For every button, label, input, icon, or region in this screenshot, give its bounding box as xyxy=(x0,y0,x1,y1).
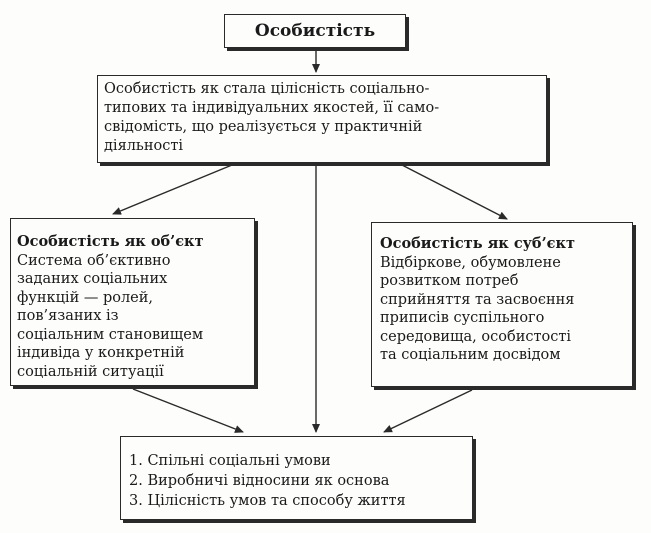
subject-line-2: розвитком потреб xyxy=(380,273,519,289)
object-line-6: індивіда у конкретній xyxy=(17,345,185,361)
arrow-subject-to-conditions xyxy=(383,389,473,433)
definition-line-2: типових та індивідуальних якостей, її са… xyxy=(104,100,440,116)
definition-line-3: свідомість, що реалізується у практичній xyxy=(104,119,423,135)
title-box: Особистість xyxy=(224,14,406,48)
object-line-7: соціальній ситуації xyxy=(17,363,164,380)
definition-line-1: Особистість як стала цілісність соціальн… xyxy=(104,81,430,97)
condition-item-3: 3. Цілісність умов та способу життя xyxy=(129,493,406,509)
condition-item-1: 1. Спільні соціальні умови xyxy=(129,453,331,469)
object-line-3: функцій — ролей, xyxy=(17,289,154,306)
subject-box: Особистість як суб’єкт Відбіркове, обумо… xyxy=(371,222,633,387)
subject-line-5: середовища, особистості xyxy=(380,328,572,345)
object-line-1: Система об’єктивно xyxy=(17,252,171,269)
subject-line-6: та соціальним досвідом xyxy=(380,347,561,363)
object-heading: Особистість як об’єкт xyxy=(17,233,204,250)
title-text: Особистість xyxy=(254,21,376,41)
arrow-definition-to-subject xyxy=(401,164,508,220)
definition-line-4: діяльності xyxy=(104,138,183,154)
object-line-4: пов’язаних із xyxy=(17,308,119,324)
subject-line-1: Відбіркове, обумовлене xyxy=(380,254,561,271)
definition-box: Особистість як стала цілісність соціальн… xyxy=(97,75,547,163)
subject-line-4: приписів суспільного xyxy=(380,310,545,326)
object-line-2: заданих соціальних xyxy=(17,271,168,287)
arrow-object-to-conditions xyxy=(132,388,244,433)
subject-heading: Особистість як суб’єкт xyxy=(380,235,575,252)
object-line-5: соціальним становищем xyxy=(17,326,204,343)
subject-line-3: сприйняття та засвоєння xyxy=(380,291,575,308)
conditions-box: 1. Спільні соціальні умови 2. Виробничі … xyxy=(120,436,473,520)
condition-item-2: 2. Виробничі відносини як основа xyxy=(129,473,390,489)
arrow-definition-to-object xyxy=(112,164,233,215)
object-box: Особистість як об’єкт Система об’єктивно… xyxy=(10,218,255,386)
